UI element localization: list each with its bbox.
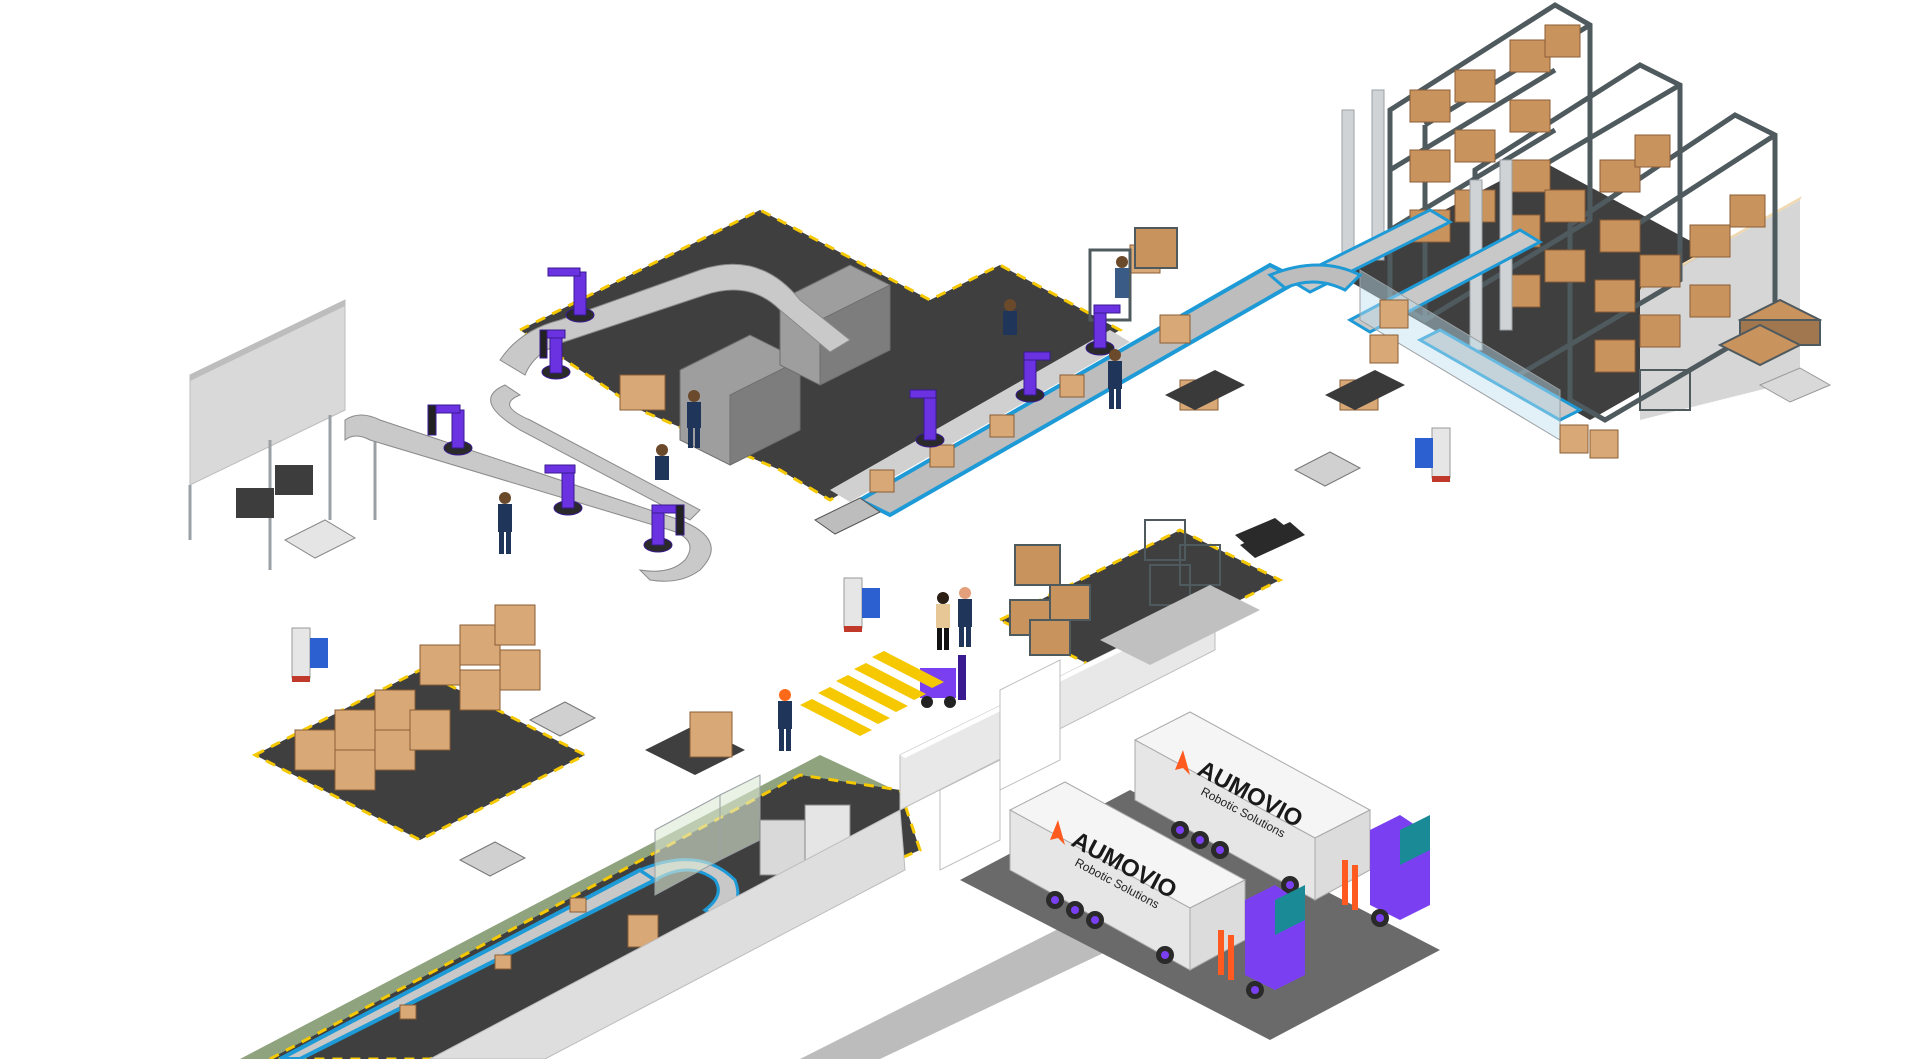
worker-icon bbox=[1108, 349, 1122, 409]
robot-arm-icon bbox=[909, 389, 945, 448]
crosswalk bbox=[800, 651, 944, 736]
worker-icon bbox=[655, 444, 669, 480]
worker-icon bbox=[687, 390, 701, 448]
robot-arm-icon bbox=[643, 504, 685, 553]
loading-dock-area bbox=[996, 518, 1290, 672]
pallet-storage-left bbox=[251, 604, 745, 842]
aumovio-logo-icon bbox=[1050, 820, 1065, 845]
worker-icon bbox=[936, 592, 950, 650]
robot-arm-icon bbox=[544, 464, 583, 516]
packing-line-bottom bbox=[240, 755, 922, 1059]
picking-robot-icon bbox=[291, 627, 328, 682]
truck-rear: AUMOVIO Robotic Solutions bbox=[1133, 711, 1430, 927]
robot-arm-icon bbox=[547, 267, 595, 323]
aumovio-logo-icon bbox=[1175, 750, 1190, 775]
worker-icon bbox=[1115, 256, 1129, 298]
picking-robot-icon bbox=[843, 577, 880, 632]
truck-front: AUMOVIO Robotic Solutions bbox=[1008, 781, 1305, 999]
robot-arm-icon bbox=[1085, 304, 1121, 356]
robot-arm-icon bbox=[539, 329, 571, 380]
worker-icon bbox=[498, 492, 512, 554]
worker-icon bbox=[1003, 299, 1017, 335]
robot-arm-icon bbox=[1015, 351, 1051, 403]
assembly-line-left bbox=[188, 299, 712, 582]
robot-arm-icon bbox=[427, 404, 473, 456]
worker-icon bbox=[778, 689, 792, 751]
processing-line bbox=[499, 208, 1619, 535]
picking-robot-icon bbox=[1415, 427, 1451, 482]
worker-icon bbox=[958, 587, 972, 647]
